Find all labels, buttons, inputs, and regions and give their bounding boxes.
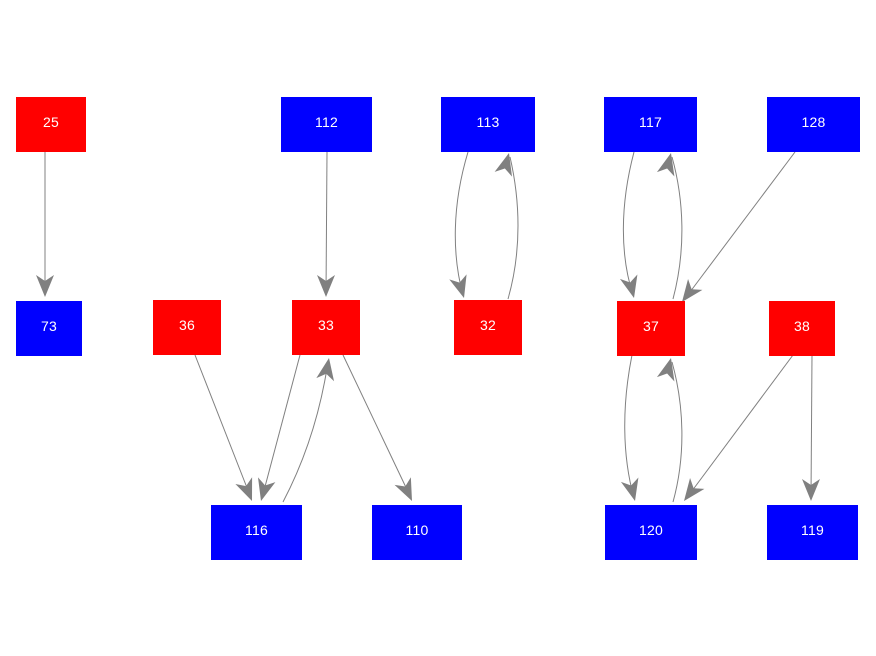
arrowhead-icon (494, 153, 512, 177)
arrowhead-icon (656, 358, 675, 382)
graph-edge (671, 156, 683, 300)
graph-node-116[interactable]: 116 (211, 505, 302, 560)
graph-node-label: 128 (801, 113, 826, 130)
graph-edge (622, 151, 635, 296)
graph-node-110[interactable]: 110 (372, 505, 462, 560)
graph-node-label: 120 (639, 521, 663, 538)
graph-node-label: 37 (643, 317, 659, 334)
arrowhead-icon (656, 153, 675, 177)
graph-node-36[interactable]: 36 (153, 300, 221, 355)
graph-edge (282, 361, 329, 503)
graph-node-label: 25 (43, 113, 59, 130)
graph-node-label: 38 (794, 317, 810, 334)
graph-edge (624, 354, 635, 499)
arrowhead-icon (258, 477, 276, 501)
graph-node-label: 117 (639, 113, 662, 130)
arrowhead-icon (449, 274, 467, 298)
arrowhead-icon (317, 275, 335, 297)
graph-node-119[interactable]: 119 (767, 505, 858, 560)
graph-node-label: 33 (318, 316, 334, 333)
graph-node-label: 113 (476, 113, 500, 130)
graph-edge (342, 354, 412, 499)
graph-node-128[interactable]: 128 (767, 97, 860, 152)
graph-edge (683, 151, 796, 301)
graph-node-33[interactable]: 33 (292, 300, 360, 355)
arrowhead-icon (394, 477, 412, 501)
graph-edge (810, 354, 813, 499)
arrowhead-icon (235, 477, 253, 501)
graph-edge (671, 361, 683, 503)
graph-node-73[interactable]: 73 (16, 301, 82, 356)
graph-node-37[interactable]: 37 (617, 301, 685, 356)
graph-edge (261, 354, 301, 499)
graph-edge (454, 151, 469, 296)
graph-edge (325, 151, 328, 296)
arrowhead-icon (802, 479, 820, 501)
graph-node-label: 32 (480, 316, 496, 333)
graph-node-32[interactable]: 32 (454, 300, 522, 355)
arrowhead-icon (684, 478, 705, 501)
graph-node-38[interactable]: 38 (769, 301, 835, 356)
graph-node-113[interactable]: 113 (441, 97, 535, 152)
graph-node-label: 112 (315, 113, 338, 130)
graph-edge (685, 354, 794, 500)
graph-node-label: 116 (245, 521, 268, 538)
graph-node-25[interactable]: 25 (16, 97, 86, 152)
graph-edge (507, 156, 519, 300)
arrowhead-icon (619, 274, 638, 298)
arrowhead-icon (682, 279, 703, 302)
graph-node-117[interactable]: 117 (604, 97, 697, 152)
graph-edge (194, 354, 252, 499)
arrowhead-icon (36, 275, 54, 297)
graph-node-label: 110 (405, 521, 429, 538)
graph-node-label: 73 (41, 317, 57, 334)
graph-node-label: 36 (179, 316, 195, 333)
arrowhead-icon (620, 477, 639, 501)
graph-node-label: 119 (801, 521, 824, 538)
graph-node-112[interactable]: 112 (281, 97, 372, 152)
arrowhead-icon (316, 358, 335, 382)
graph-node-120[interactable]: 120 (605, 505, 697, 560)
